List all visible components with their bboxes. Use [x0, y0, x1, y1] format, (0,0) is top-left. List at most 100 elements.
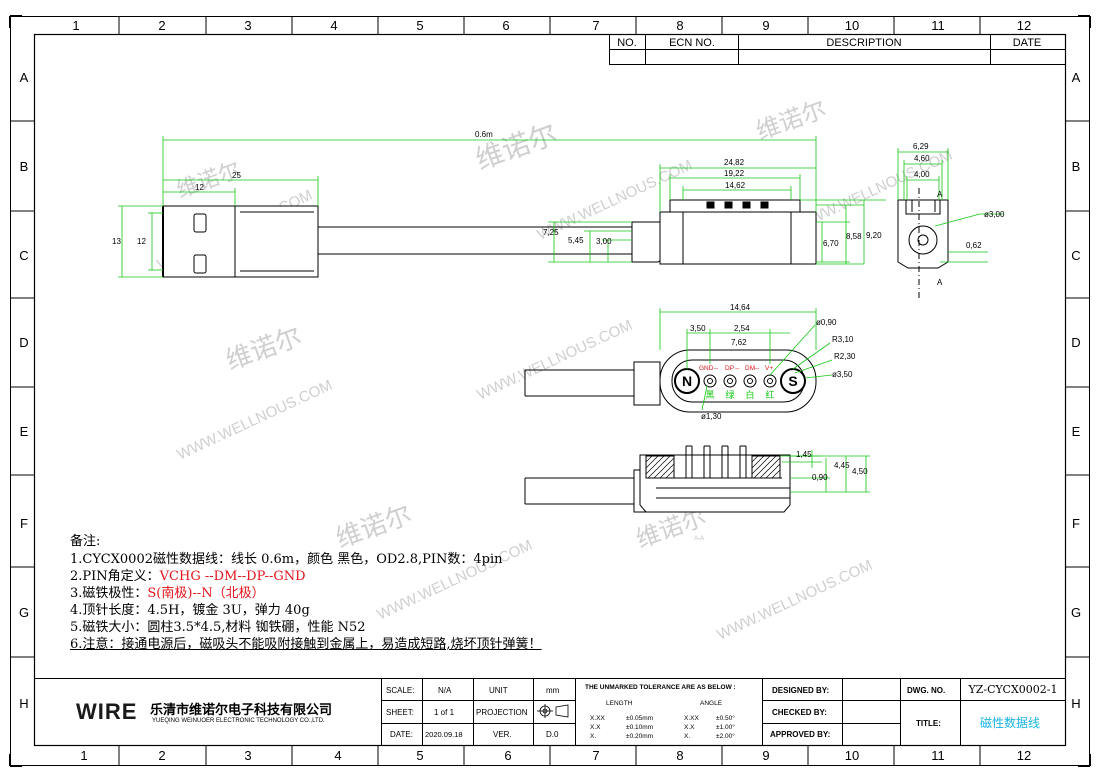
svg-text:F: F: [1072, 516, 1080, 531]
svg-text:D: D: [1071, 335, 1080, 350]
pole-n-label: N: [682, 373, 692, 389]
company-logo: WIRE: [76, 699, 136, 724]
svg-text:维诺尔: 维诺尔: [471, 117, 561, 177]
svg-text:GND: GND: [699, 365, 714, 372]
svg-text:绿: 绿: [725, 389, 734, 401]
svg-text:D.0: D.0: [546, 730, 559, 739]
dwg-no-label: DWG. NO.: [907, 686, 945, 695]
svg-text:2020.09.18: 2020.09.18: [425, 730, 463, 739]
side-view: [897, 188, 949, 300]
svg-text:±0.20mm: ±0.20mm: [626, 733, 653, 740]
magnet-polarity: S(南极)--N（北极）: [147, 586, 265, 601]
svg-text:N/A: N/A: [438, 686, 452, 695]
svg-text:R3,10: R3,10: [832, 335, 854, 344]
svg-text:PROJECTION: PROJECTION: [476, 708, 528, 717]
face-view: [524, 349, 817, 413]
svg-text:X.XX: X.XX: [590, 715, 605, 722]
svg-text:H: H: [19, 696, 28, 711]
svg-text:C: C: [1071, 248, 1080, 263]
pin-labels: GND -- DP -- DM -- V+: [699, 365, 773, 372]
svg-text:D: D: [19, 335, 28, 350]
tolerance-table: THE UNMARKED TOLERANCE ARE AS BELOW : LE…: [585, 684, 736, 740]
svg-text:9: 9: [762, 18, 769, 33]
svg-text:12: 12: [1017, 18, 1031, 33]
svg-text:X.XX: X.XX: [684, 715, 699, 722]
svg-text:14,62: 14,62: [725, 181, 746, 190]
svg-text:9,20: 9,20: [866, 231, 882, 240]
svg-text:6: 6: [504, 748, 511, 763]
svg-text:0,62: 0,62: [966, 241, 982, 250]
svg-text:ø1,30: ø1,30: [701, 412, 722, 421]
svg-text:12: 12: [1017, 748, 1031, 763]
svg-text:11: 11: [931, 18, 945, 33]
svg-text:14,64: 14,64: [730, 303, 751, 312]
svg-text:黑: 黑: [705, 390, 714, 401]
svg-text:7: 7: [592, 18, 599, 33]
svg-text:7,25: 7,25: [543, 228, 559, 237]
svg-text:WWW.WELLNOUS.COM: WWW.WELLNOUS.COM: [175, 377, 336, 464]
svg-text:12: 12: [137, 237, 146, 246]
svg-text:4: 4: [334, 748, 341, 763]
svg-text:4,45: 4,45: [834, 461, 850, 470]
approved-by-label: APPROVED BY:: [770, 730, 830, 739]
svg-text:DM: DM: [745, 365, 755, 372]
svg-text:12: 12: [195, 183, 204, 192]
svg-text:E: E: [20, 424, 29, 439]
pole-s-label: S: [788, 373, 797, 389]
svg-text:0,90: 0,90: [812, 473, 828, 482]
pogo-pin-section: [685, 445, 747, 478]
svg-text:±0.50°: ±0.50°: [716, 714, 735, 722]
svg-text:6,29: 6,29: [913, 142, 929, 151]
usb-pin-slot: [193, 254, 207, 274]
inner-border: [33, 33, 1067, 747]
svg-text:25: 25: [232, 171, 241, 180]
svg-text:THE UNMARKED TOLERANCE ARE AS: THE UNMARKED TOLERANCE ARE AS BELOW :: [585, 684, 736, 691]
svg-text:ø3,50: ø3,50: [832, 370, 853, 379]
svg-text:7: 7: [592, 748, 599, 763]
svg-text:WWW.WELLNOUS.COM: WWW.WELLNOUS.COM: [375, 537, 536, 624]
svg-text:A: A: [1072, 70, 1081, 85]
svg-text:SHEET:: SHEET:: [386, 708, 414, 717]
company-name-cn: 乐清市维诺尔电子科技有限公司: [150, 702, 332, 718]
svg-text:±0.05mm: ±0.05mm: [626, 715, 653, 722]
svg-text:3: 3: [244, 748, 251, 763]
svg-text:4,50: 4,50: [852, 467, 868, 476]
svg-text:WWW.WELLNOUS.COM: WWW.WELLNOUS.COM: [715, 557, 876, 644]
note-5: 5.磁铁大小：圆柱3.5*4.5,材料 铷铁硼，性能 N52: [70, 620, 366, 635]
svg-text:DP: DP: [725, 365, 734, 372]
rev-header-description: DESCRIPTION: [826, 37, 901, 49]
svg-text:C: C: [19, 248, 28, 263]
svg-text:G: G: [1071, 605, 1081, 620]
svg-text:UNIT: UNIT: [489, 686, 508, 695]
svg-text:X.X: X.X: [590, 724, 601, 731]
svg-text:4,00: 4,00: [914, 170, 930, 179]
svg-text:2: 2: [158, 748, 165, 763]
svg-text:维诺尔: 维诺尔: [222, 322, 306, 377]
svg-text:1: 1: [72, 18, 79, 33]
pin-color-labels: 黑 绿 白 红: [705, 389, 774, 401]
svg-text:±0.10mm: ±0.10mm: [626, 724, 653, 731]
svg-text:A: A: [937, 190, 943, 199]
note-2: 2.PIN角定义：VCHG --DM--DP--GND: [70, 569, 306, 584]
svg-text:19,22: 19,22: [724, 169, 745, 178]
section-a-a: [524, 445, 791, 513]
svg-text:X.: X.: [684, 733, 690, 740]
top-dimensions: [118, 136, 886, 278]
svg-text:ANGLE: ANGLE: [700, 700, 723, 707]
svg-text:A: A: [20, 70, 29, 85]
svg-text:--: --: [714, 365, 718, 372]
svg-text:6,70: 6,70: [823, 239, 839, 248]
notes-title: 备注:: [70, 534, 101, 549]
svg-text:8: 8: [676, 18, 683, 33]
svg-text:2,54: 2,54: [734, 324, 750, 333]
magnet-section: [645, 455, 675, 479]
svg-text:红: 红: [765, 389, 774, 401]
svg-text:1,45: 1,45: [796, 450, 812, 459]
svg-text:mm: mm: [546, 686, 560, 695]
svg-text:LENGTH: LENGTH: [606, 700, 633, 707]
svg-text:5: 5: [416, 748, 423, 763]
svg-text:7,62: 7,62: [731, 338, 747, 347]
svg-text:1 of 1: 1 of 1: [434, 708, 455, 717]
note-6-warning: 6.注意：接通电源后，磁吸头不能吸附接触到金属上，易造成短路,烧坏顶针弹簧！: [70, 637, 542, 652]
